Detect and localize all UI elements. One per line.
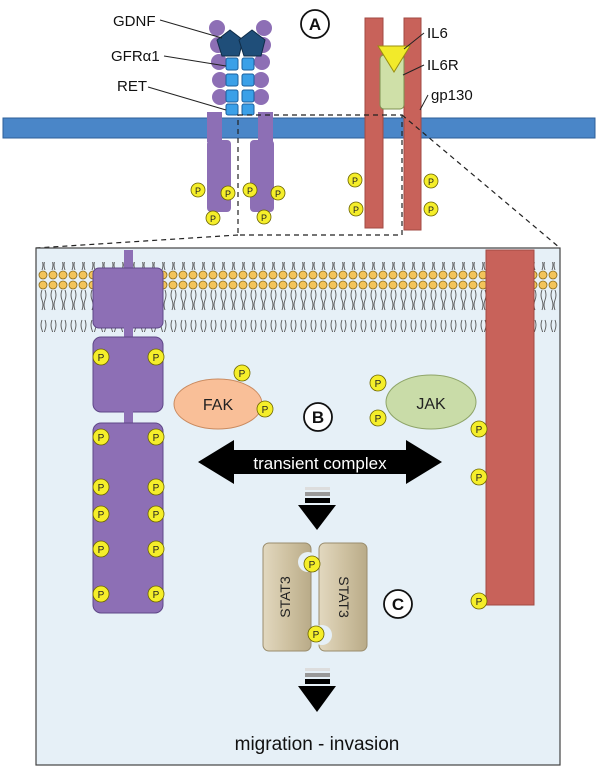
svg-text:P: P bbox=[239, 369, 246, 380]
down-arrow-2 bbox=[298, 668, 336, 712]
svg-text:P: P bbox=[428, 177, 434, 187]
svg-text:P: P bbox=[261, 213, 267, 223]
ret-intracellular bbox=[92, 250, 164, 614]
phospho-icon: P bbox=[233, 364, 251, 382]
marker-a: A bbox=[309, 15, 321, 34]
svg-text:P: P bbox=[225, 189, 231, 199]
stat3-right-label: STAT3 bbox=[336, 576, 352, 618]
marker-a-circle bbox=[300, 9, 330, 39]
fak-label: FAK bbox=[203, 397, 234, 414]
phospho-icon: P bbox=[147, 540, 165, 558]
svg-text:P: P bbox=[153, 483, 160, 494]
phospho-icon: P bbox=[347, 172, 363, 188]
down-arrow-1 bbox=[298, 487, 336, 530]
svg-text:P: P bbox=[153, 433, 160, 444]
il6-ligand bbox=[377, 45, 411, 73]
phospho-icon: P bbox=[270, 185, 286, 201]
phospho-icon: P bbox=[147, 585, 165, 603]
phospho-icon: P bbox=[470, 592, 488, 610]
gdnf-label: GDNF bbox=[113, 13, 156, 30]
svg-text:P: P bbox=[476, 473, 483, 484]
phospho-icon: P bbox=[470, 468, 488, 486]
phospho-icon: P bbox=[369, 374, 387, 392]
svg-text:P: P bbox=[153, 510, 160, 521]
phospho-icon: P bbox=[92, 505, 110, 523]
gp130-label: gp130 bbox=[431, 87, 473, 104]
phospho-icon: P bbox=[205, 210, 221, 226]
svg-text:P: P bbox=[98, 510, 105, 521]
svg-text:P: P bbox=[313, 630, 320, 641]
gp130-intracellular bbox=[485, 249, 535, 606]
svg-text:P: P bbox=[375, 379, 382, 390]
phospho-icon: P bbox=[147, 348, 165, 366]
svg-text:P: P bbox=[98, 590, 105, 601]
phospho-icon: P bbox=[220, 185, 236, 201]
svg-text:P: P bbox=[98, 353, 105, 364]
phospho-icon: P bbox=[256, 400, 274, 418]
phospho-icon: P bbox=[256, 209, 272, 225]
svg-text:P: P bbox=[153, 545, 160, 556]
gfra1-coreceptor bbox=[225, 57, 255, 116]
phospho-icon: P bbox=[307, 625, 325, 643]
phospho-icon: P bbox=[423, 201, 439, 217]
svg-text:P: P bbox=[195, 186, 201, 196]
svg-text:P: P bbox=[275, 189, 281, 199]
transient-complex-label: transient complex bbox=[253, 454, 387, 473]
phospho-icon: P bbox=[242, 182, 258, 198]
phospho-icon: P bbox=[92, 428, 110, 446]
svg-text:P: P bbox=[353, 205, 359, 215]
phospho-icon: P bbox=[92, 540, 110, 558]
phospho-icon: P bbox=[470, 420, 488, 438]
svg-text:P: P bbox=[153, 353, 160, 364]
phospho-icon: P bbox=[147, 428, 165, 446]
svg-text:P: P bbox=[476, 425, 483, 436]
marker-c: C bbox=[392, 595, 404, 614]
top-phospho-group: P P P P P P P P P P bbox=[190, 172, 439, 226]
phospho-icon: P bbox=[147, 505, 165, 523]
stat3-dimer bbox=[262, 542, 368, 652]
transient-complex-arrow bbox=[198, 440, 442, 484]
svg-text:P: P bbox=[210, 214, 216, 224]
svg-text:P: P bbox=[247, 186, 253, 196]
marker-b-circle bbox=[303, 402, 333, 432]
stat3-left-label: STAT3 bbox=[277, 576, 293, 618]
outcome-label: migration - invasion bbox=[235, 734, 400, 755]
svg-text:P: P bbox=[476, 597, 483, 608]
phospho-icon: P bbox=[423, 173, 439, 189]
phospho-icon: P bbox=[190, 182, 206, 198]
svg-text:P: P bbox=[352, 176, 358, 186]
il6r-label: IL6R bbox=[427, 57, 459, 74]
svg-text:P: P bbox=[98, 433, 105, 444]
svg-text:P: P bbox=[375, 414, 382, 425]
phospho-icon: P bbox=[92, 478, 110, 496]
plasma-membrane bbox=[2, 117, 596, 139]
zoom-indicator bbox=[35, 114, 561, 249]
svg-text:P: P bbox=[98, 483, 105, 494]
il6-label: IL6 bbox=[427, 25, 448, 42]
jak-label: JAK bbox=[416, 396, 446, 413]
gfra1-label: GFRα1 bbox=[111, 48, 160, 65]
svg-text:P: P bbox=[153, 590, 160, 601]
svg-text:P: P bbox=[262, 405, 269, 416]
gdnf-ligand bbox=[216, 29, 266, 57]
svg-text:P: P bbox=[98, 545, 105, 556]
gp130-receptor-dimer bbox=[364, 17, 422, 231]
phospho-icon: P bbox=[348, 201, 364, 217]
phospho-icon: P bbox=[92, 585, 110, 603]
jak-protein bbox=[385, 374, 477, 430]
marker-b: B bbox=[312, 408, 324, 427]
label-leader-lines bbox=[147, 19, 429, 111]
phospho-icon: P bbox=[92, 348, 110, 366]
marker-c-circle bbox=[383, 589, 413, 619]
ret-label: RET bbox=[117, 78, 147, 95]
phospho-icon: P bbox=[147, 478, 165, 496]
phospho-icon: P bbox=[369, 409, 387, 427]
svg-text:P: P bbox=[428, 205, 434, 215]
phospho-icon: P bbox=[303, 555, 321, 573]
svg-text:P: P bbox=[309, 560, 316, 571]
zoom-phospho-group: P P P P P P P P P P P P P P P P P P P P … bbox=[92, 348, 488, 643]
